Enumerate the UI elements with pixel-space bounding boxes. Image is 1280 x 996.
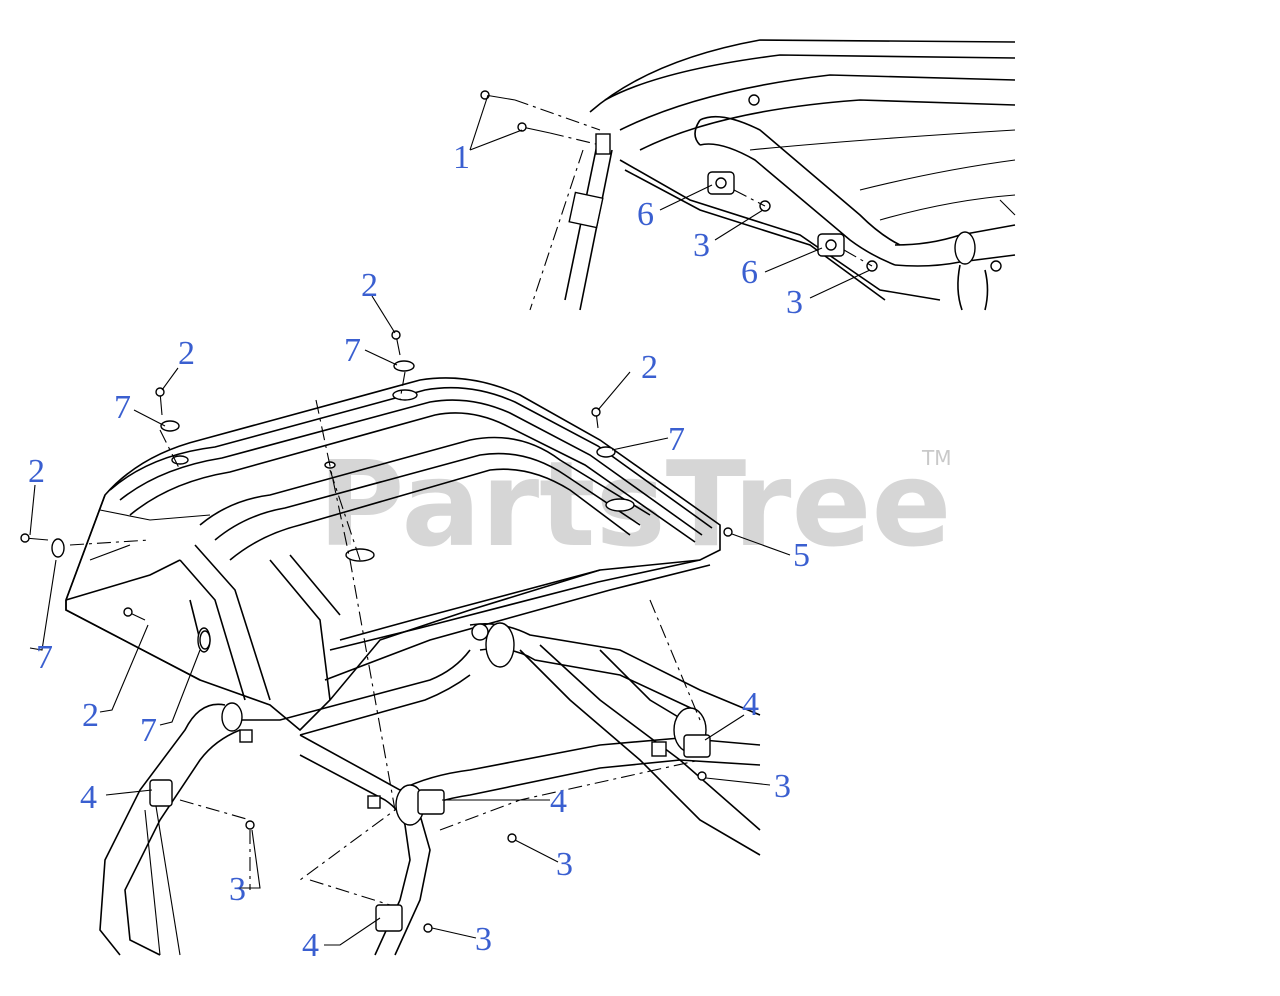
callout-2-side: 2 <box>28 453 45 490</box>
roof-panel <box>65 377 721 732</box>
callout-3-right: 3 <box>774 768 791 805</box>
callout-2-front: 2 <box>82 697 99 734</box>
callout-7-left: 7 <box>114 389 131 426</box>
leader-lines <box>29 94 871 946</box>
callout-5: 5 <box>793 537 810 574</box>
callout-4-center: 4 <box>550 783 567 820</box>
callout-2-left: 2 <box>178 335 195 372</box>
callout-3-inset-upper: 3 <box>693 227 710 264</box>
watermark-trademark: TM <box>921 446 951 470</box>
hardware <box>20 330 733 933</box>
callout-3-inset-lower: 3 <box>786 284 803 321</box>
callout-3-bottom: 3 <box>475 921 492 958</box>
callout-7-top: 7 <box>344 332 361 369</box>
inset-detail <box>480 39 1016 311</box>
callout-6-lower: 6 <box>741 254 758 291</box>
callout-3-center: 3 <box>556 846 573 883</box>
clamps <box>149 734 711 932</box>
roll-bar-frame <box>99 622 761 956</box>
callout-labels: 1 6 3 6 3 2 2 2 2 2 7 7 7 7 7 5 4 4 4 4 … <box>28 139 810 964</box>
callout-6-upper: 6 <box>637 196 654 233</box>
callout-4-right: 4 <box>742 686 759 723</box>
callout-2-right: 2 <box>641 349 658 386</box>
callout-4-left: 4 <box>80 779 97 816</box>
watermark-text: PartsTree <box>318 435 952 573</box>
callout-4-bottom: 4 <box>302 927 319 964</box>
callout-7-front: 7 <box>140 712 157 749</box>
callout-2-top: 2 <box>361 267 378 304</box>
callout-3-left: 3 <box>229 871 246 908</box>
callout-1: 1 <box>453 139 470 176</box>
callout-7-right: 7 <box>668 421 685 458</box>
callout-7-side: 7 <box>36 639 53 676</box>
